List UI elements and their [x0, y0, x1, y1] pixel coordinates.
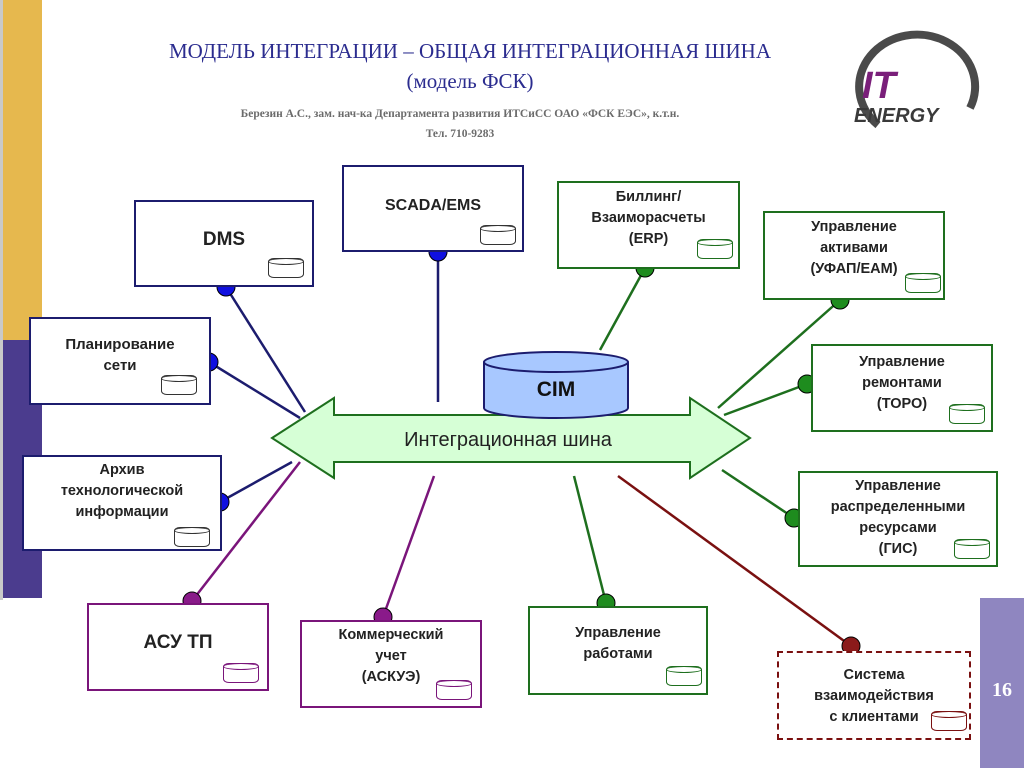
- logo-text-top: IT: [862, 65, 899, 107]
- database-icon: [931, 711, 967, 731]
- planning-label: Планирование сети: [65, 336, 175, 374]
- page-number: 16: [992, 678, 1012, 701]
- link-works: [572, 475, 608, 604]
- title-line-1: МОДЕЛЬ ИНТЕГРАЦИИ – ОБЩАЯ ИНТЕГРАЦИОННАЯ…: [168, 39, 772, 63]
- database-icon: [480, 225, 516, 245]
- box-asu-tp: АСУ ТП: [87, 603, 269, 691]
- askue-label: Коммерческий учет (АСКУЭ): [338, 627, 444, 685]
- link-assets: [717, 299, 841, 409]
- asu-label: АСУ ТП: [143, 631, 213, 653]
- database-icon: [905, 273, 941, 293]
- box-planning: Планирование сети: [29, 317, 211, 405]
- database-icon: [666, 666, 702, 686]
- side-strip-gold: [0, 0, 42, 340]
- cim-label: CIM: [537, 378, 576, 401]
- cim-cylinder: CIM: [483, 351, 629, 419]
- bus-label: Интеграционная шина: [404, 429, 613, 451]
- link-crm: [617, 474, 852, 648]
- page-number-box: [980, 598, 1024, 768]
- billing-label: Биллинг/ Взаиморасчеты (ERP): [591, 189, 706, 247]
- database-icon: [697, 239, 733, 259]
- link-asu: [191, 461, 301, 602]
- box-dms: DMS: [134, 200, 314, 287]
- box-repairs: Управление ремонтами (ТОРО): [811, 344, 993, 432]
- repairs-label: Управление ремонтами (ТОРО): [859, 354, 945, 412]
- box-askue: Коммерческий учет (АСКУЭ): [300, 620, 482, 708]
- link-gis: [721, 468, 795, 520]
- link-dms: [224, 286, 307, 413]
- side-strip-gray: [0, 0, 3, 600]
- box-gis: Управление распределенными ресурсами (ГИ…: [798, 471, 998, 567]
- crm-label: Система взаимодействия с клиентами: [814, 667, 934, 725]
- link-askue: [381, 475, 436, 618]
- database-icon: [954, 539, 990, 559]
- box-billing: Биллинг/ Взаиморасчеты (ERP): [557, 181, 740, 269]
- assets-label: Управление активами (УФАП/ЕАМ): [810, 219, 898, 277]
- author-line-2: Тел. 710-9283: [425, 128, 495, 140]
- database-icon: [436, 680, 472, 700]
- link-billing: [598, 267, 647, 351]
- box-crm: Система взаимодействия с клиентами: [777, 651, 971, 740]
- link-archive: [219, 460, 293, 504]
- slide-title: МОДЕЛЬ ИНТЕГРАЦИИ – ОБЩАЯ ИНТЕГРАЦИОННАЯ…: [60, 36, 880, 96]
- integration-bus-arrow: [270, 396, 752, 480]
- logo-text-bottom: ENERGY: [854, 105, 940, 127]
- dms-label: DMS: [202, 229, 246, 250]
- box-archive: Архив технологической информации: [22, 455, 222, 551]
- box-assets: Управление активами (УФАП/ЕАМ): [763, 211, 945, 300]
- database-icon: [174, 527, 210, 547]
- author-line-1: Березин А.С., зам. нач-ка Департамента р…: [240, 108, 680, 120]
- database-icon: [223, 663, 259, 683]
- title-line-2: (модель ФСК): [406, 69, 534, 93]
- box-scada: SCADA/EMS: [342, 165, 524, 252]
- link-planning: [208, 360, 301, 420]
- author-info: Березин А.С., зам. нач-ка Департамента р…: [120, 104, 800, 144]
- database-icon: [161, 375, 197, 395]
- it-energy-logo: IT ENERGY: [854, 30, 980, 129]
- scada-label: SCADA/EMS: [384, 197, 481, 214]
- gis-label: Управление распределенными ресурсами (ГИ…: [830, 478, 966, 557]
- works-label: Управление работами: [575, 624, 661, 662]
- database-icon: [949, 404, 985, 424]
- database-icon: [268, 258, 304, 278]
- box-works: Управление работами: [528, 606, 708, 695]
- archive-label: Архив технологической информации: [60, 462, 184, 520]
- link-repairs: [723, 382, 808, 417]
